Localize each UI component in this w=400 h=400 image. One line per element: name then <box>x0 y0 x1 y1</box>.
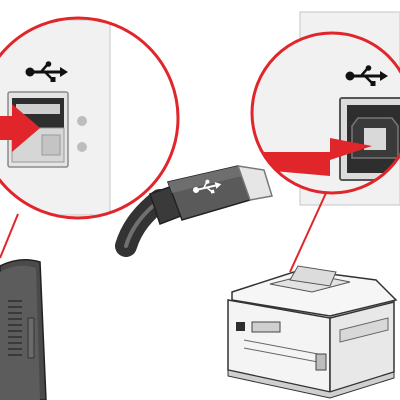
right-callout <box>250 11 400 206</box>
printer <box>227 265 398 399</box>
usb-cable <box>115 165 273 257</box>
indicator-led-bottom <box>77 142 87 152</box>
right-leader-line <box>289 192 327 273</box>
indicator-led-top <box>77 116 87 126</box>
usb-b-port-tongue <box>364 128 386 150</box>
insert-arrow-left-icon <box>0 104 40 152</box>
insert-arrow-right-icon <box>262 138 372 176</box>
usb-symbol-right-icon <box>345 65 388 86</box>
usb-a-port-tongue <box>16 104 60 114</box>
tower-vents <box>8 300 22 356</box>
right-callout-ring <box>250 31 400 195</box>
printer-usb-b-port <box>236 322 245 331</box>
usb-plug-emblem-icon <box>193 179 222 194</box>
left-callout-ring <box>0 16 180 220</box>
usb-plug-metal-tip <box>236 165 273 201</box>
usb-symbol-left-icon <box>25 61 68 82</box>
computer-tower <box>0 259 47 400</box>
left-leader-line <box>0 213 19 259</box>
